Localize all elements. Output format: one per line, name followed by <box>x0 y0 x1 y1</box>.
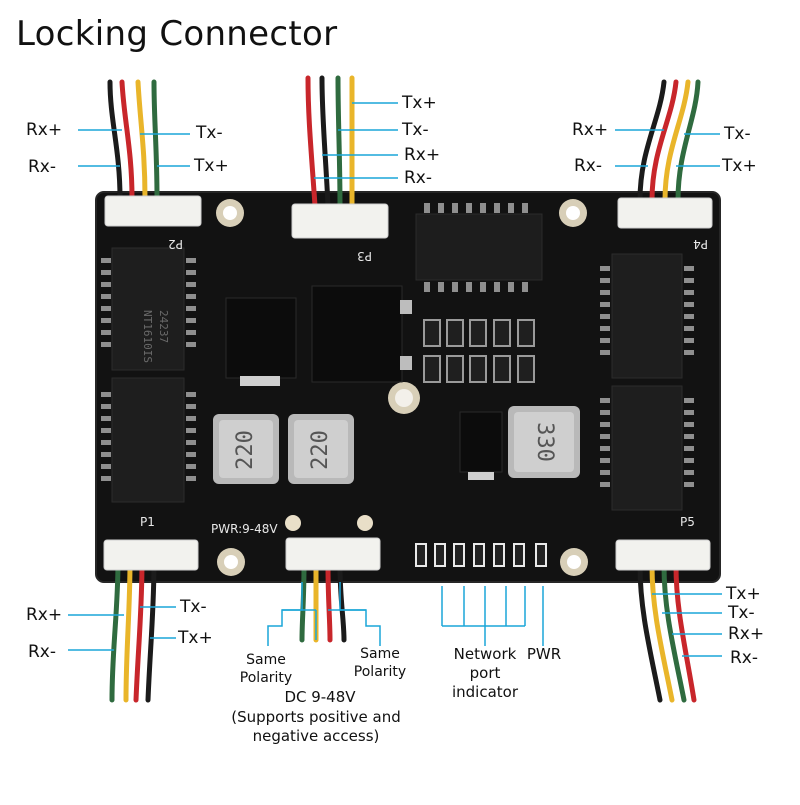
power-note-line-2: negative access) <box>252 727 380 745</box>
p2-label-rx-minus: Rx- <box>28 157 57 177</box>
callout-lines <box>68 102 722 657</box>
p1-wires <box>109 559 157 703</box>
p1-label-tx-plus: Tx+ <box>178 628 213 648</box>
p3-connector <box>291 203 389 239</box>
p5-label-rx-minus: Rx- <box>730 648 759 668</box>
silk-p5: P5 <box>680 515 695 529</box>
dc-voltage-label: DC 9-48V <box>284 688 356 706</box>
inductor-330: 330 <box>508 406 580 478</box>
p1-label-rx-plus: Rx+ <box>26 605 63 625</box>
p4-label-rx-plus: Rx+ <box>572 120 609 140</box>
p1-connector <box>103 539 199 571</box>
chip-mark-2: NT1610IS <box>141 310 154 363</box>
led-indicators <box>415 543 547 567</box>
inductor-220-a: 220 <box>213 414 279 484</box>
p4-label-tx-minus: Tx- <box>724 124 751 144</box>
p3-label-rx-minus: Rx- <box>404 168 433 188</box>
same-polarity-left: Same Polarity <box>239 652 293 686</box>
p5-wires <box>637 563 697 703</box>
page-title: Locking Connector <box>16 14 338 54</box>
p2-label-rx-plus: Rx+ <box>26 120 63 140</box>
transformer-right-bottom <box>600 385 694 511</box>
network-port-indicator-label: Network port indicator <box>451 645 519 701</box>
p3-label-tx-plus: Tx+ <box>402 93 437 113</box>
p4-connector <box>617 197 713 229</box>
p5-label-tx-plus: Tx+ <box>726 584 761 604</box>
chip-mark-1: 24237 <box>157 310 170 343</box>
silk-p2: P2 <box>168 237 183 251</box>
p2-label-tx-minus: Tx- <box>196 123 223 143</box>
p3-label-tx-minus: Tx- <box>402 120 429 140</box>
silk-p3: P3 <box>357 249 372 263</box>
p2-wires <box>107 79 160 201</box>
transformer-left-top: 24237 NT1610IS <box>101 247 196 371</box>
power-connector <box>285 537 381 571</box>
power-note-line-1: (Supports positive and <box>231 708 401 726</box>
pwr-silkscreen: PWR:9-48V <box>211 522 278 536</box>
silk-p1: P1 <box>140 515 155 529</box>
p4-label-rx-minus: Rx- <box>574 156 603 176</box>
p2-connector <box>104 195 202 227</box>
ic-top <box>415 203 543 292</box>
transformer-left-bottom <box>101 377 196 503</box>
regulator-chip <box>459 411 503 473</box>
inductor-label-2: 220 <box>308 430 333 470</box>
mounting-holes <box>216 199 588 576</box>
smd-resistor-array <box>423 319 535 383</box>
p2-label-tx-plus: Tx+ <box>194 156 229 176</box>
p4-label-tx-plus: Tx+ <box>722 156 757 176</box>
same-polarity-right: Same Polarity <box>353 646 407 680</box>
mosfet-right <box>311 285 403 383</box>
p3-label-rx-plus: Rx+ <box>404 145 441 165</box>
p5-label-rx-plus: Rx+ <box>728 624 765 644</box>
pwr-indicator-label: PWR <box>526 645 562 663</box>
inductor-label-1: 220 <box>233 430 258 470</box>
mosfet-left <box>225 297 297 379</box>
p1-label-rx-minus: Rx- <box>28 642 57 662</box>
silk-p4: P4 <box>693 237 708 251</box>
p5-connector <box>615 539 711 571</box>
p3-wires <box>305 75 355 209</box>
inductor-label-3: 330 <box>532 422 557 462</box>
p5-label-tx-minus: Tx- <box>728 603 755 623</box>
inductor-220-b: 220 <box>288 414 354 484</box>
transformer-right-top <box>600 253 694 379</box>
p1-label-tx-minus: Tx- <box>180 597 207 617</box>
p4-wires <box>637 79 701 203</box>
